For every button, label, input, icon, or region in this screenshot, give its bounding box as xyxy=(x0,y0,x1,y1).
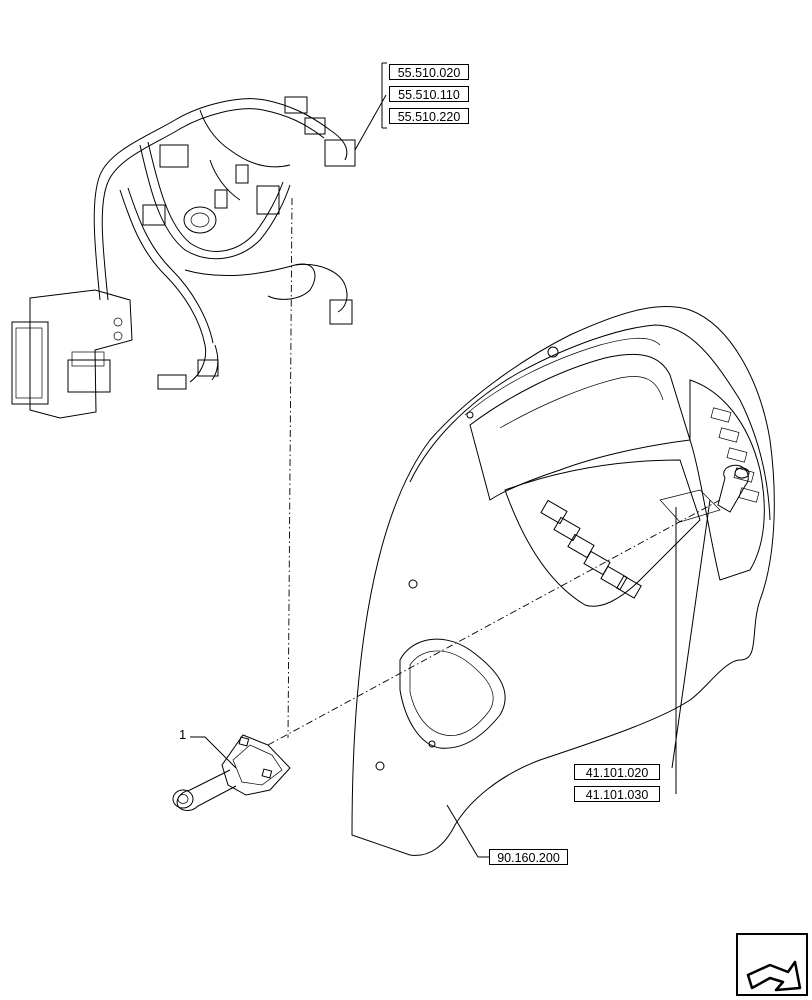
dashboard-console-drawing xyxy=(351,305,775,856)
joystick-lever-drawing xyxy=(172,734,291,811)
reference-harness-1[interactable]: 55.510.020 xyxy=(389,64,469,80)
reference-harness-3[interactable]: 55.510.220 xyxy=(389,108,469,124)
reference-control-1[interactable]: 41.101.020 xyxy=(574,764,660,780)
reference-console[interactable]: 90.160.200 xyxy=(489,849,568,865)
item-number-callout: 1 xyxy=(179,727,187,742)
leader-lines xyxy=(190,62,711,858)
reference-control-2[interactable]: 41.101.030 xyxy=(574,786,660,802)
wiring-harness-drawing xyxy=(11,96,356,419)
next-page-arrow-icon[interactable] xyxy=(736,933,808,996)
assembly-guide-lines xyxy=(267,197,721,746)
reference-harness-2[interactable]: 55.510.110 xyxy=(389,86,469,102)
